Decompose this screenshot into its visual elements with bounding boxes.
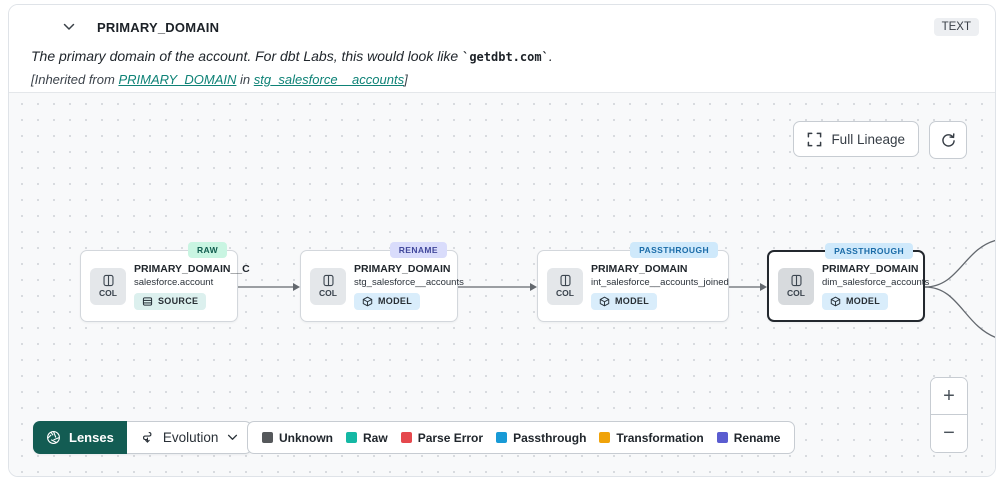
resource-type-label: SOURCE (158, 296, 199, 306)
legend-item: Passthrough (496, 431, 586, 445)
description-suffix: . (548, 48, 553, 64)
lenses-label: Lenses (69, 430, 114, 445)
evolution-legend: Unknown Raw Parse Error Passthrough Tran… (247, 421, 796, 454)
column-type-box: COL (310, 267, 346, 305)
model-icon (599, 296, 610, 307)
column-header: PRIMARY_DOMAIN TEXT The primary domain o… (9, 5, 995, 93)
legend-swatch-rename (716, 432, 728, 443)
aperture-icon (46, 430, 61, 445)
active-lens-label: Evolution (162, 430, 219, 445)
legend-label: Parse Error (417, 430, 484, 445)
resource-type-label: MODEL (378, 296, 412, 306)
evolution-badge: RENAME (389, 242, 447, 258)
full-lineage-button[interactable]: Full Lineage (793, 121, 919, 157)
zoom-out-button[interactable]: − (931, 415, 967, 452)
lineage-node-intermediate[interactable]: PASSTHROUGH COL PRIMARY_DOMAIN int_sales… (537, 242, 729, 322)
model-icon (362, 296, 373, 307)
legend-label: Raw (363, 430, 388, 445)
col-label: COL (319, 288, 337, 298)
full-lineage-label: Full Lineage (831, 131, 905, 147)
legend-item: Unknown (262, 431, 333, 445)
evolution-badge: RAW (187, 242, 227, 258)
column-description: The primary domain of the account. For d… (31, 48, 979, 64)
resource-type-label: MODEL (846, 296, 880, 306)
inherited-middle: in (236, 72, 254, 87)
lineage-node-dim-selected[interactable]: PASSTHROUGH COL PRIMARY_DOMAIN dim_sales… (767, 243, 929, 322)
description-code: `getdbt.com` (462, 50, 549, 64)
resource-type-badge: SOURCE (134, 292, 207, 310)
evolution-icon (140, 430, 154, 445)
node-model-name: stg_salesforce__accounts (354, 276, 464, 288)
zoom-in-button[interactable]: + (931, 378, 967, 415)
column-details-panel: PRIMARY_DOMAIN TEXT The primary domain o… (8, 4, 996, 477)
inherited-from-line: [Inherited from PRIMARY_DOMAIN in stg_sa… (31, 72, 979, 87)
inherited-model-link[interactable]: stg_salesforce__accounts (253, 72, 405, 87)
source-icon (142, 296, 153, 307)
resource-type-badge: MODEL (354, 292, 420, 310)
legend-swatch-raw (346, 432, 357, 443)
node-column-name: PRIMARY_DOMAIN (822, 262, 919, 275)
expand-icon (807, 132, 822, 147)
col-label: COL (787, 288, 805, 298)
legend-label: Rename (733, 430, 781, 445)
column-title: PRIMARY_DOMAIN (97, 19, 220, 35)
column-icon (102, 274, 115, 287)
inherited-suffix: ] (404, 72, 408, 87)
column-type-box: COL (547, 267, 583, 305)
legend-item: Parse Error (400, 430, 484, 445)
node-column-name: PRIMARY_DOMAIN (354, 262, 451, 275)
lineage-canvas[interactable]: Full Lineage RAW COL PRIMARY_DOMAIN__C s… (9, 93, 995, 476)
lens-controls: Lenses Evolution (33, 421, 253, 454)
legend-swatch-transformation (599, 432, 611, 443)
lens-dropdown[interactable]: Evolution (126, 421, 253, 454)
node-column-name: PRIMARY_DOMAIN__C (134, 262, 250, 275)
node-model-name: salesforce.account (134, 276, 214, 288)
legend-swatch-parse-error (400, 432, 412, 443)
legend-swatch-passthrough (496, 432, 508, 443)
lineage-node-source[interactable]: RAW COL PRIMARY_DOMAIN__C salesforce.acc… (80, 242, 250, 322)
col-label: COL (556, 288, 574, 298)
legend-item: Rename (716, 430, 781, 445)
resource-type-label: MODEL (615, 296, 649, 306)
legend-label: Unknown (279, 430, 333, 445)
chevron-down-icon (227, 434, 238, 441)
description-text: The primary domain of the account. For d… (31, 48, 463, 64)
node-model-name: int_salesforce__accounts_joined (591, 276, 729, 288)
resource-type-badge: MODEL (822, 292, 888, 310)
legend-item: Raw (346, 431, 388, 445)
lenses-button[interactable]: Lenses (33, 421, 127, 454)
legend-item: Transformation (599, 430, 704, 445)
node-model-name: dim_salesforce_accounts (822, 276, 930, 288)
refresh-button[interactable] (929, 121, 967, 159)
legend-label: Transformation (616, 430, 704, 445)
column-type-box: COL (90, 267, 126, 305)
col-label: COL (99, 288, 117, 298)
lineage-node-staging[interactable]: RENAME COL PRIMARY_DOMAIN stg_salesforce… (300, 242, 464, 322)
inherited-prefix: [Inherited from (31, 72, 119, 87)
inherited-column-link[interactable]: PRIMARY_DOMAIN (118, 72, 237, 87)
legend-swatch-unknown (262, 432, 273, 443)
model-icon (830, 296, 841, 307)
column-icon (790, 274, 803, 287)
refresh-icon (940, 132, 957, 149)
evolution-badge: PASSTHROUGH (825, 243, 913, 259)
evolution-badge: PASSTHROUGH (630, 242, 718, 258)
resource-type-badge: MODEL (591, 292, 657, 310)
data-type-badge: TEXT (933, 18, 979, 36)
legend-label: Passthrough (513, 430, 587, 445)
column-type-box: COL (778, 267, 814, 305)
zoom-controls: + − (930, 377, 968, 453)
collapse-chevron-icon[interactable] (61, 19, 77, 35)
column-icon (559, 274, 572, 287)
node-column-name: PRIMARY_DOMAIN (591, 262, 688, 275)
column-icon (322, 274, 335, 287)
